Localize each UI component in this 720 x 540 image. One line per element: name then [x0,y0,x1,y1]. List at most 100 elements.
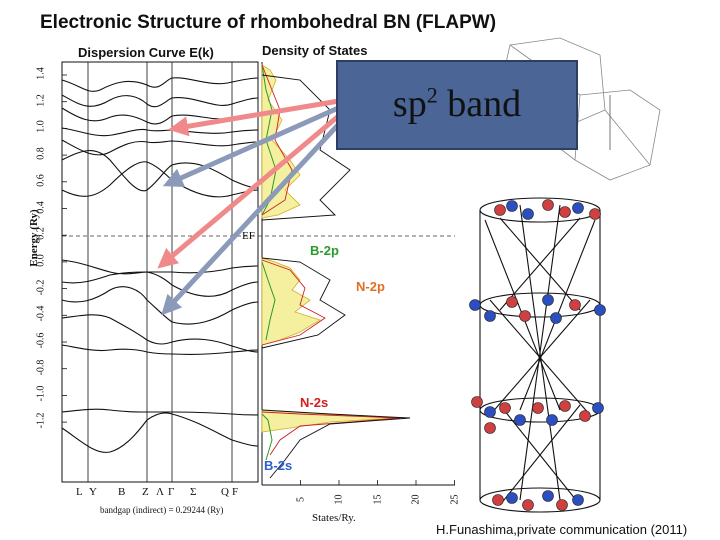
dos-tick-label: 10 [333,494,345,505]
band-curve [61,77,259,92]
nitrogen-atom [494,204,506,216]
boron-atom [469,299,481,311]
band-curve [61,127,259,137]
dos-n2s [261,411,401,456]
lattice-layer [479,292,601,318]
lattice-frame [479,197,601,513]
y-tick-label: 1.4 [35,67,47,80]
nitrogen-atom [589,208,601,220]
arrow-blue-1 [162,102,348,188]
band-curve [61,259,259,275]
y-tick-label: 0.4 [35,200,47,214]
dos-b2p-mid [261,261,276,341]
dos-total-mid [261,257,346,349]
boron-atom [484,406,496,418]
nitrogen-atom [532,402,544,414]
band-curve [61,161,259,198]
k-point-label: Y [89,486,97,498]
boron-atom [572,494,584,506]
atoms [469,199,606,511]
boron-atom [506,200,518,212]
orbital-b2p-label: B-2p [310,243,339,258]
dos-tick-label: 20 [410,494,422,505]
credit-note: H.Funashima,private communication (2011) [436,522,688,537]
nitrogen-atom [522,499,534,511]
y-tick-label: -0.4 [35,305,47,322]
arrow-blue-2 [161,109,353,316]
fermi-level-label: EF [242,230,255,242]
dos-total-upper [261,74,351,221]
pointer-arrows [157,97,353,316]
orbital-n2s-label: N-2s [300,395,329,410]
nitrogen-atom [499,402,511,414]
dos-curves [261,64,411,479]
dos-tick-label: 15 [372,494,383,505]
crystal-lattice [469,197,606,513]
boron-atom [572,202,584,214]
dos-tick-marks [300,480,455,485]
nitrogen-atom [559,206,571,218]
boron-atom [550,312,562,324]
y-tick-label: 0.8 [35,147,47,160]
band-curves [61,77,259,453]
sp2-band-callout [336,60,578,150]
band-curve [61,139,259,156]
band-curve [61,94,259,108]
band-curve [61,408,259,416]
orbital-n2p-label: N-2p [356,279,385,294]
dos-b2s [261,413,273,461]
dispersion-title: Dispersion Curve E(k) [78,45,214,60]
boron-atom [514,414,526,426]
k-point-label: F [232,486,239,498]
callout-superscript: 2 [426,82,438,108]
dos-x-label: States/Ry. [312,512,356,524]
figure-title: Electronic Structure of rhombohedral BN … [40,12,497,33]
dos-n2p-mid [261,259,326,346]
band-curve [61,314,259,353]
nitrogen-atom [506,296,518,308]
nitrogen-atom [519,310,531,322]
y-tick-label: 0.6 [35,174,47,187]
dos-n2p-upper [261,64,293,216]
callout-suffix: band [437,83,522,125]
boron-atom [594,304,606,316]
k-point-label: Λ [156,486,164,498]
boron-atom [484,310,496,322]
y-tick-label: -1.2 [35,412,47,429]
y-tick-marks [62,74,67,423]
y-tick-label: 0.2 [35,227,47,240]
k-point-label: B [118,486,126,498]
boron-atom [506,492,518,504]
orbital-b2s-label: B-2s [264,458,293,473]
band-curve [61,271,259,297]
bandgap-note: bandgap (indirect) = 0.29244 (Ry) [100,505,224,515]
arrow-red-2 [157,105,351,269]
y-tick-label: -1.0 [35,385,47,402]
k-point-label: Z [142,486,149,498]
boron-atom [592,402,604,414]
nitrogen-atom [579,410,591,422]
y-tick-label: 1.0 [35,120,47,134]
boron-atom [522,208,534,220]
y-tick-label: 0.0 [35,254,47,267]
sp2-band-callout-text: sp2 band [336,82,578,126]
dos-tick-label: 5 [295,497,306,502]
band-curve [61,412,259,453]
boron-atom [542,490,554,502]
nitrogen-atom [559,400,571,412]
dos-tick-label: 25 [449,494,460,505]
k-point-label: Γ [168,486,175,498]
bz-edge [604,109,651,166]
nitrogen-atom [471,396,483,408]
band-curve [61,344,259,355]
nitrogen-atom [492,494,504,506]
boron-atom [546,414,558,426]
dos-title: Density of States [262,43,368,58]
k-point-label: Σ [190,486,197,498]
nitrogen-atom [569,299,581,311]
nitrogen-atom [556,499,568,511]
dos-total-lower [261,409,411,479]
arrow-red-1 [168,97,348,137]
y-tick-label: -0.6 [35,332,47,349]
